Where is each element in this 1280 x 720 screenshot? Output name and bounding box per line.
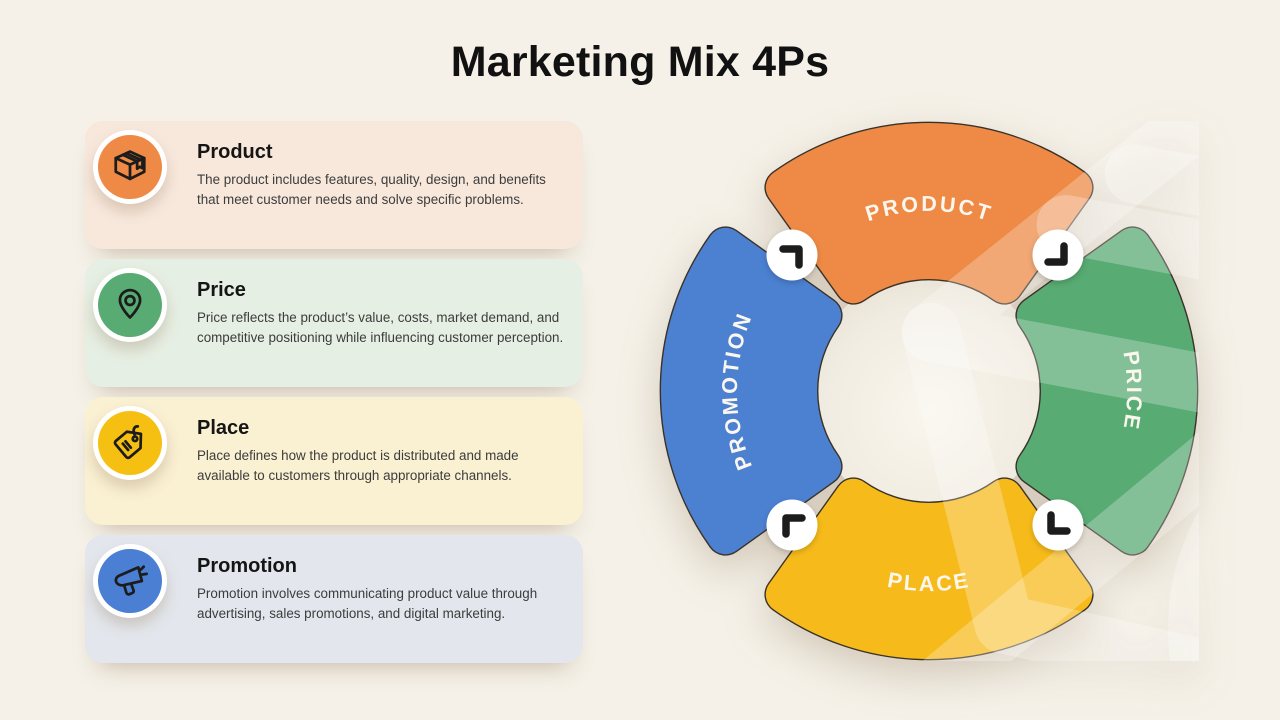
card-title: Promotion bbox=[197, 555, 297, 577]
marketing-mix-wheel: PRODUCT PRICE PLACE PROMOTION bbox=[659, 121, 1199, 661]
tag-icon bbox=[111, 424, 149, 462]
card-title: Product bbox=[197, 141, 273, 163]
card-price: Price Price reflects the product’s value… bbox=[85, 259, 583, 387]
card-title: Place bbox=[197, 417, 250, 439]
card-text: Place Place defines how the product is d… bbox=[197, 417, 569, 486]
wheel-segment-promotion bbox=[679, 246, 823, 536]
corner-arrow-icon bbox=[766, 499, 818, 551]
wheel-label-place: PLACE bbox=[886, 568, 973, 596]
page-title: Marketing Mix 4Ps bbox=[450, 38, 830, 86]
card-text: Promotion Promotion involves communicati… bbox=[197, 555, 569, 624]
corner-arrow-icon bbox=[1032, 229, 1084, 281]
place-icon-badge bbox=[93, 406, 167, 480]
card-title: Price bbox=[197, 279, 246, 301]
card-place: Place Place defines how the product is d… bbox=[85, 397, 583, 525]
card-product: Product The product includes features, q… bbox=[85, 121, 583, 249]
megaphone-icon bbox=[111, 562, 149, 600]
pin-icon bbox=[111, 286, 149, 324]
card-description: The product includes features, quality, … bbox=[197, 172, 546, 207]
box-icon bbox=[111, 148, 149, 186]
price-icon-badge bbox=[93, 268, 167, 342]
product-icon-badge bbox=[93, 130, 167, 204]
card-description: Promotion involves communicating product… bbox=[197, 586, 538, 621]
corner-arrow-icon bbox=[1032, 499, 1084, 551]
card-list: Product The product includes features, q… bbox=[85, 121, 583, 673]
wheel-label-price: PRICE bbox=[1118, 349, 1146, 433]
card-description: Place defines how the product is distrib… bbox=[197, 448, 519, 483]
corner-arrow-icon bbox=[766, 229, 818, 281]
card-text: Price Price reflects the product’s value… bbox=[197, 279, 569, 348]
card-text: Product The product includes features, q… bbox=[197, 141, 569, 210]
card-promotion: Promotion Promotion involves communicati… bbox=[85, 535, 583, 663]
promotion-icon-badge bbox=[93, 544, 167, 618]
card-description: Price reflects the product’s value, cost… bbox=[197, 310, 564, 345]
